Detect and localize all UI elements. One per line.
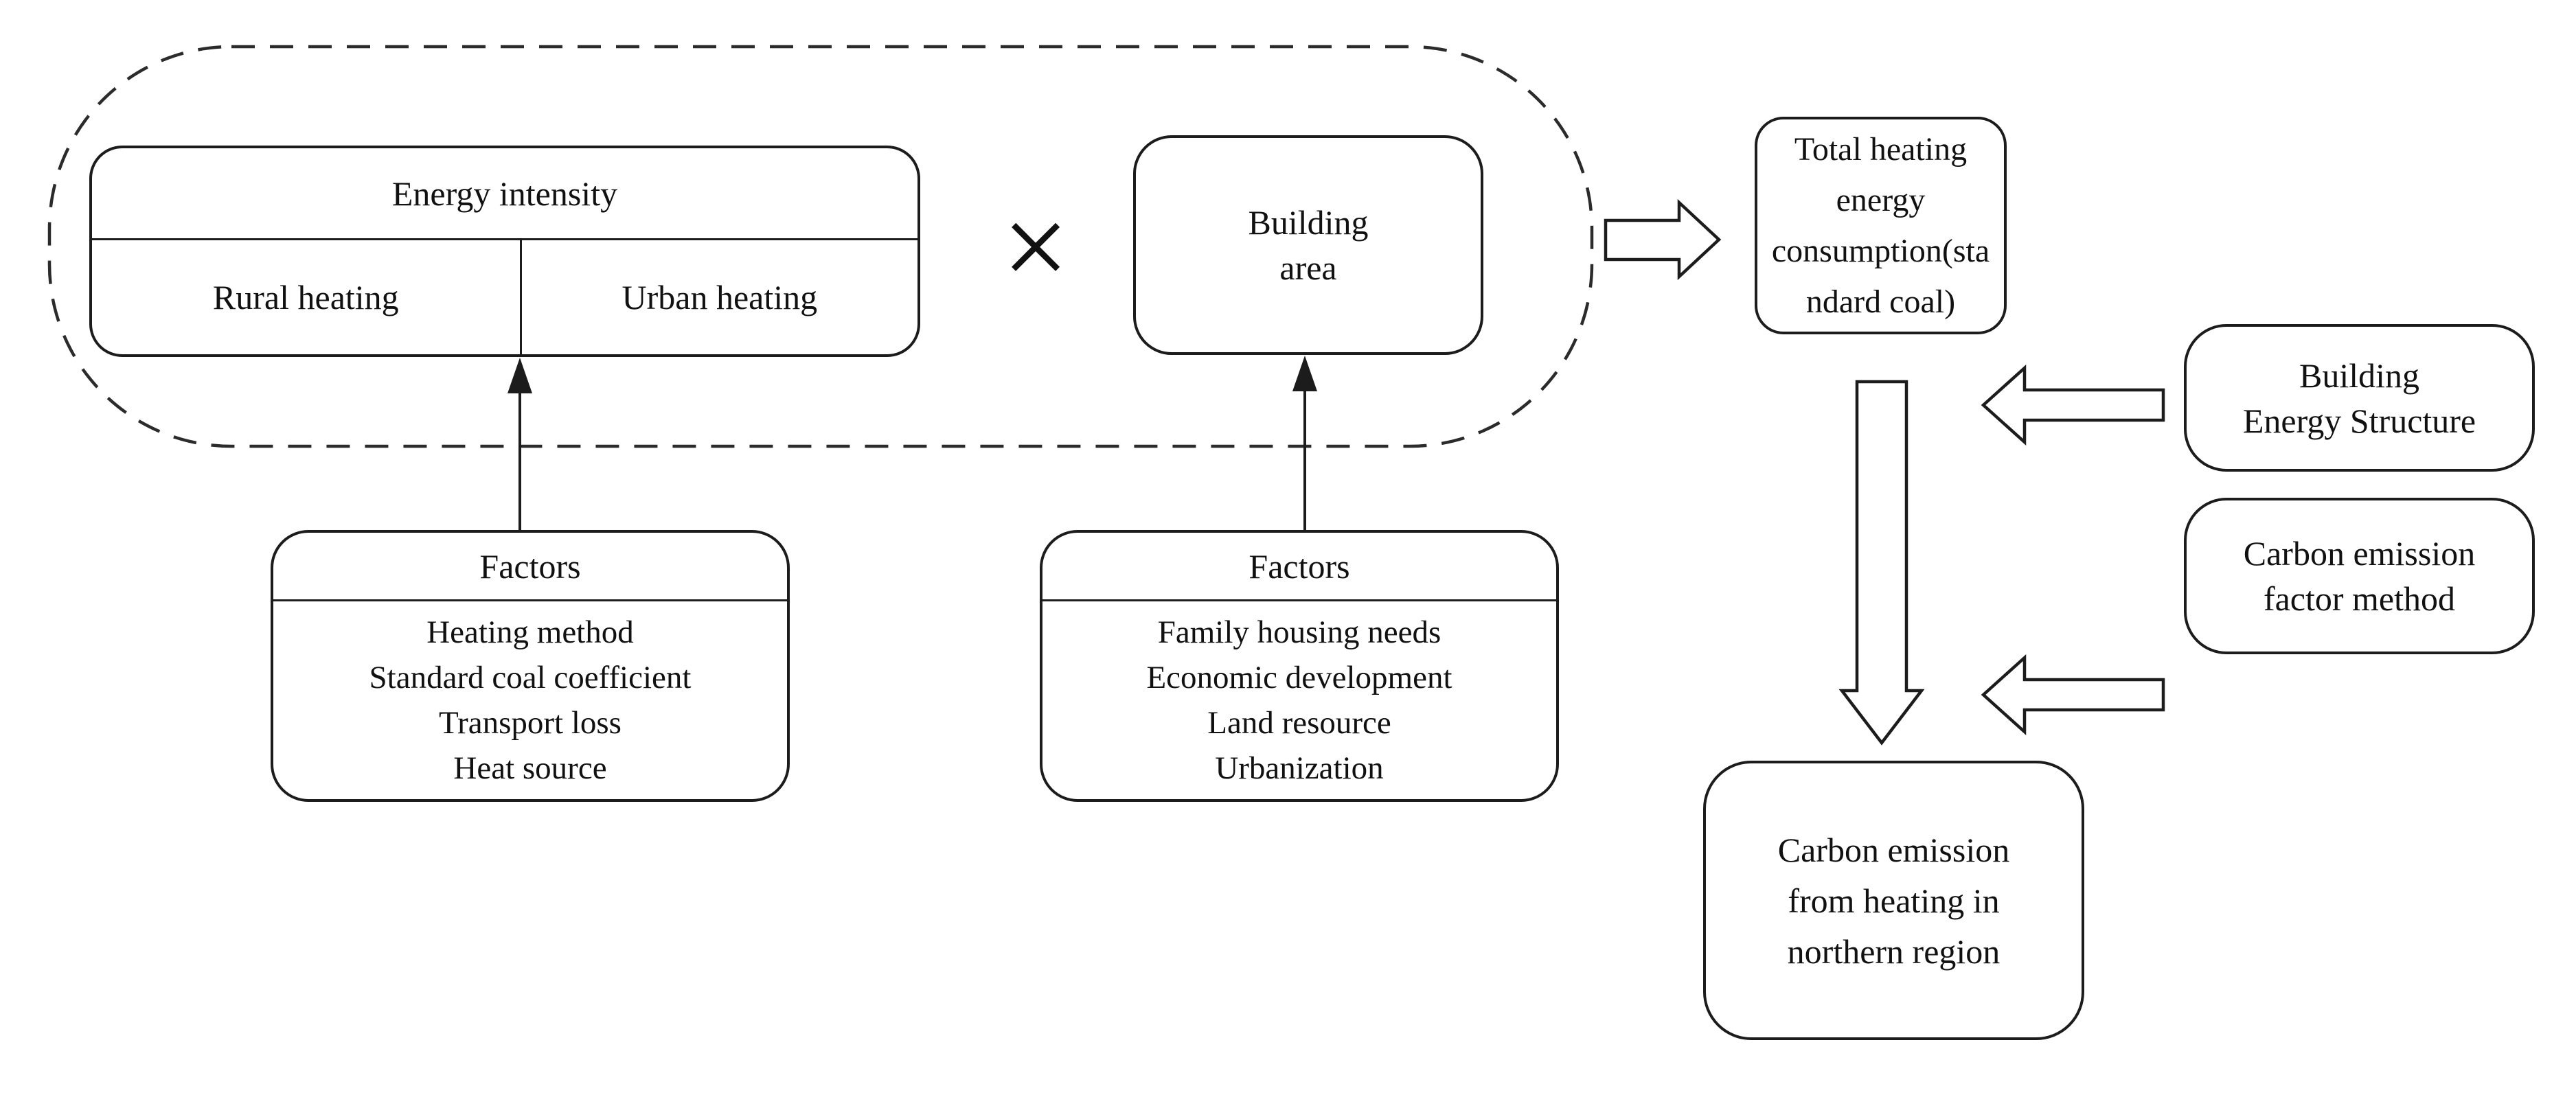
carbon-factor-method-box: Carbon emission factor method [2184,498,2535,654]
carbon-emission-result-box: Carbon emission from heating in northern… [1703,761,2084,1040]
factors-building-item: Economic development [1146,660,1452,695]
factors-energy-title: Factors [479,546,581,586]
building-energy-structure-label: Building Energy Structure [2242,356,2476,440]
building-area-box: Building area [1133,135,1483,355]
energy-intensity-header: Energy intensity [92,148,917,240]
factors-energy-header: Factors [273,533,787,601]
factors-energy-item: Standard coal coefficient [369,660,692,695]
energy-intensity-cells: Rural heating Urban heating [92,240,917,354]
factors-building-title: Factors [1249,546,1350,586]
urban-heating-cell: Urban heating [522,240,917,354]
factors-energy-item: Heat source [453,750,607,786]
factors-energy-item: Transport loss [439,705,622,741]
factors-building-item: Land resource [1207,705,1391,741]
rural-heating-cell: Rural heating [92,240,522,354]
factors-building-item: Family housing needs [1157,614,1441,650]
arrow-up-building-icon [1292,356,1317,530]
dashed-group-outline [47,45,1594,448]
energy-intensity-title: Energy intensity [391,174,618,213]
total-heating-consumption-label: Total heating energy consumption(sta nda… [1771,130,1990,320]
rural-heating-label: Rural heating [212,278,399,316]
multiply-icon: × [1002,182,1069,312]
urban-heating-label: Urban heating [622,278,818,316]
total-heating-consumption-box: Total heating energy consumption(sta nda… [1755,117,2007,334]
arrow-up-energy-icon [508,358,532,530]
energy-intensity-box: Energy intensity Rural heating Urban hea… [89,146,920,357]
arrow-left-top-icon [1981,364,2165,446]
building-energy-structure-box: Building Energy Structure [2184,324,2535,472]
factors-building-header: Factors [1042,533,1556,601]
factors-building-item: Urbanization [1215,750,1384,786]
arrow-down-icon [1838,380,1925,746]
carbon-emission-result-label: Carbon emission from heating in northern… [1777,830,2010,971]
factors-energy-box: Factors Heating method Standard coal coe… [271,530,790,802]
carbon-factor-method-label: Carbon emission factor method [2243,534,2476,618]
arrow-right-icon [1604,198,1722,281]
factors-energy-list: Heating method Standard coal coefficient… [273,601,787,799]
factors-energy-item: Heating method [426,614,634,650]
building-area-label: Building area [1248,203,1369,287]
factors-building-box: Factors Family housing needs Economic de… [1040,530,1559,802]
factors-building-list: Family housing needs Economic developmen… [1042,601,1556,799]
arrow-left-bottom-icon [1981,654,2165,736]
